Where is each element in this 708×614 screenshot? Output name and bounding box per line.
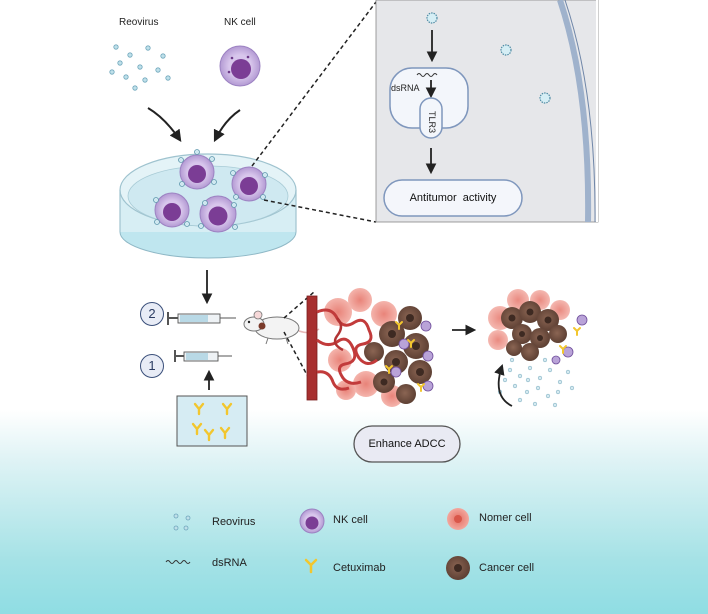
syringe-2: [167, 312, 236, 325]
antitumor-box: [383, 179, 523, 217]
antitumor-label: Antitumor activity: [409, 192, 497, 204]
legend-cancer-cell-label: Cancer cell: [479, 562, 535, 574]
mouse: [243, 310, 320, 345]
reovirus-particles: [109, 44, 171, 91]
legend-cetuximab-label: Cetuximab: [333, 562, 386, 574]
legend-cetuximab-icon: [304, 558, 318, 574]
syringe-1: [174, 350, 232, 362]
tumor-lysis: [488, 289, 588, 408]
step-1-badge: 1: [140, 354, 164, 378]
nk-cell-label: NK cell: [224, 17, 256, 28]
arrow-reovirus-to-dish: [147, 107, 182, 142]
legend-nomer-cell-icon: [447, 508, 469, 530]
legend-dsrna-icon: [165, 560, 191, 564]
tumor-with-vessels: [306, 288, 434, 407]
cetuximab-box: [176, 395, 248, 447]
legend-nomer-cell-label: Nomer cell: [479, 512, 532, 524]
tlr3-receptor: [419, 97, 443, 139]
tlr3-label: TLR3: [427, 111, 437, 134]
legend-nk-cell-label: NK cell: [333, 514, 368, 526]
legend-nk-cell-icon: [299, 508, 325, 534]
adcc-label: Enhance ADCC: [368, 438, 446, 450]
zoom-line-upper: [251, 1, 377, 167]
legend-cancer-cell-icon: [446, 556, 470, 580]
legend-reovirus-icon: [173, 513, 191, 531]
legend-reovirus-label: Reovirus: [212, 516, 256, 528]
dsrna-label: dsRNA: [391, 83, 420, 93]
legend-dsrna-label: dsRNA: [212, 557, 247, 569]
reovirus-label: Reovirus: [119, 17, 159, 28]
virions-on-membrane: [426, 12, 551, 104]
nk-cell-top: [219, 45, 261, 87]
dsrna-strand: [416, 73, 438, 77]
nk-cells-in-dish: [153, 149, 268, 233]
arrow-nk-to-dish: [213, 109, 241, 143]
adcc-box: [353, 425, 461, 463]
step-2-badge: 2: [140, 302, 164, 326]
zoom-line-lower: [263, 199, 377, 223]
